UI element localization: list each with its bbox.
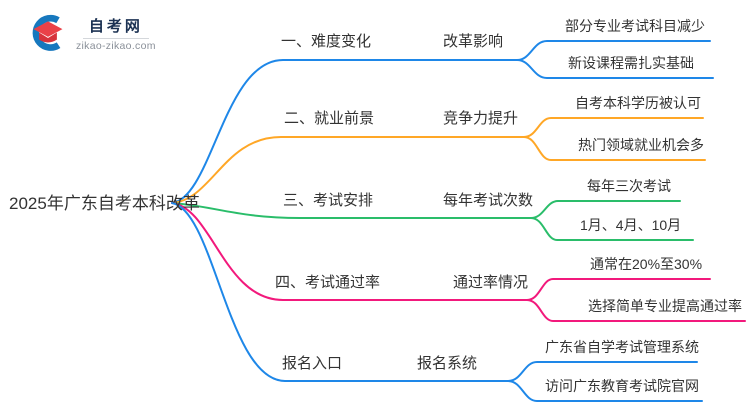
branch-2-sub-label: 竞争力提升 <box>443 110 519 127</box>
branch-3-leaf-1: 每年三次考试 <box>587 178 671 194</box>
branch-5-leaf-1: 广东省自学考试管理系统 <box>545 339 699 355</box>
zikao-logo-icon <box>32 14 63 51</box>
branch-4-label: 四、考试通过率 <box>275 274 381 291</box>
branch-3-label: 三、考试安排 <box>283 192 374 209</box>
branch-5-label: 报名入口 <box>282 355 343 372</box>
branch-4-leaf-1: 通常在20%至30% <box>590 256 703 272</box>
branch-4-leaf-2: 选择简单专业提高通过率 <box>588 298 742 314</box>
branch-3-connector <box>171 200 694 241</box>
logo-text-block: 自考网 zikao-zikao.com <box>76 15 156 52</box>
branch-2-connector <box>171 117 706 204</box>
site-logo: 自考网 zikao-zikao.com <box>28 13 156 53</box>
branch-4-connector <box>171 202 746 322</box>
logo-domain: zikao-zikao.com <box>76 39 156 52</box>
branch-1-sub-label: 改革影响 <box>443 33 504 50</box>
branch-1-label: 一、难度变化 <box>281 33 372 50</box>
branch-1-leaf-2: 新设课程需扎实基础 <box>568 55 694 71</box>
branch-1-leaf-1: 部分专业考试科目减少 <box>565 18 705 34</box>
branch-4-sub-label: 通过率情况 <box>453 274 529 291</box>
branch-5-leaf-2: 访问广东教育考试院官网 <box>545 378 699 394</box>
branch-5-connector <box>171 202 703 402</box>
branch-5-sub-label: 报名系统 <box>417 355 478 372</box>
branch-3-leaf-2: 1月、4月、10月 <box>580 217 682 233</box>
branch-1-connector <box>171 40 714 204</box>
branch-2-leaf-2: 热门领域就业机会多 <box>578 137 704 153</box>
root-node: 2025年广东自考本科改革 <box>9 194 200 213</box>
branch-2-leaf-1: 自考本科学历被认可 <box>575 95 701 111</box>
logo-title: 自考网 <box>88 17 143 35</box>
branch-3-sub-label: 每年考试次数 <box>443 192 534 209</box>
branch-2-label: 二、就业前景 <box>284 110 375 127</box>
logo-divider <box>82 37 149 39</box>
